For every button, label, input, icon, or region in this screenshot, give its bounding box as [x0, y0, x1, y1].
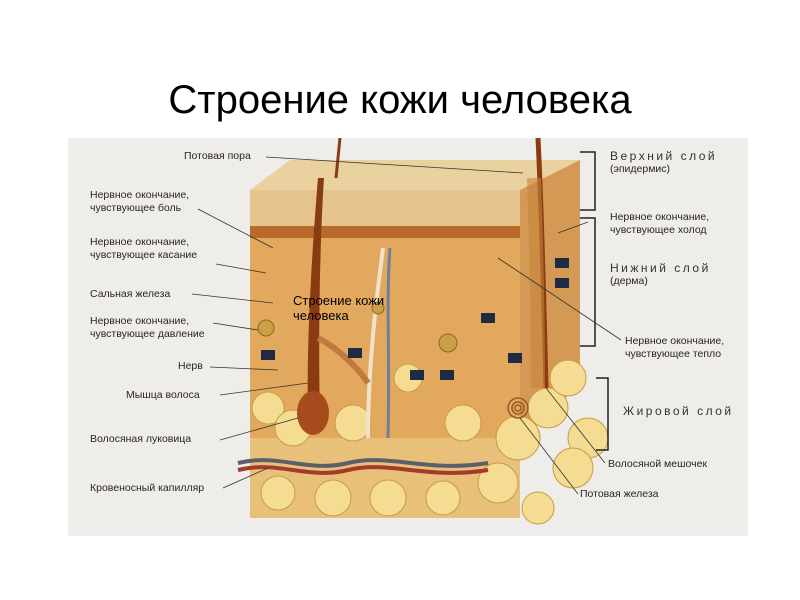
capillary-red	[237, 465, 489, 475]
label-line: чувствующее касание	[90, 249, 198, 261]
skin-top-surface	[250, 160, 580, 190]
capillary-blue	[237, 458, 489, 468]
label-line: Нервное окончание,	[90, 315, 190, 327]
label-line: Нервное окончание,	[90, 236, 190, 248]
scale-markers	[261, 258, 569, 380]
overlay-caption-line: Строение кожи	[293, 293, 385, 308]
label-nerve: Нерв	[178, 360, 203, 372]
label-line: Нервное окончание,	[610, 211, 710, 223]
label-epidermis: Верхний слой(эпидермис)	[610, 150, 717, 176]
dermis-layer	[250, 238, 520, 438]
label-hair-muscle: Мышца волоса	[126, 389, 200, 401]
label-touch-nerve-ending: Нервное окончание,чувствующее касание	[90, 236, 197, 262]
label-sebaceous-gland: Сальная железа	[90, 288, 171, 300]
blood-vessel	[386, 247, 392, 439]
label-sweat-gland: Потовая железа	[580, 488, 659, 500]
overlay-caption: Строение кожи человека	[293, 293, 384, 323]
layer-brackets	[580, 151, 609, 451]
label-capillary: Кровеносный капилляр	[90, 482, 205, 494]
receptors	[257, 301, 458, 353]
label-pressure-nerve-ending: Нервное окончание,чувствующее давление	[90, 315, 205, 341]
hair-bulb	[297, 391, 329, 435]
label-cold-nerve-ending: Нервное окончание,чувствующее холод	[610, 211, 709, 237]
label-line: Нижний слой	[610, 261, 711, 275]
label-line: чувствующее тепло	[625, 348, 722, 360]
slide-title: Строение кожи человека	[168, 78, 632, 122]
hair-muscle	[316, 335, 371, 385]
label-line: Нервное окончание,	[90, 189, 190, 201]
leader-lines	[191, 156, 622, 495]
label-line: (эпидермис)	[610, 163, 671, 175]
skin-cross-section-illustration	[191, 138, 622, 525]
label-pain-nerve-ending: Нервное окончание,чувствующее боль	[90, 189, 189, 215]
label-line: Нервное окончание,	[625, 335, 725, 347]
label-line: чувствующее боль	[90, 202, 182, 214]
label-fat-layer: Жировой слой	[623, 404, 734, 418]
fat-globules	[251, 359, 609, 525]
label-hair-follicle: Волосяной мешочек	[608, 458, 708, 470]
overlay-caption-line: человека	[293, 308, 349, 323]
label-dermis: Нижний слой(дерма)	[610, 262, 711, 288]
label-hair-bulb: Волосяная луковица	[90, 433, 192, 445]
hair-shaft-left	[307, 178, 324, 418]
label-line: Верхний слой	[610, 149, 718, 163]
sweat-gland	[507, 397, 529, 419]
label-sweat-pore: Потовая пора	[184, 150, 251, 162]
skin-diagram: Потовая пора Нервное окончание,чувствующ…	[68, 138, 748, 536]
nerve	[366, 247, 385, 439]
basal-layer	[250, 226, 520, 238]
label-heat-nerve-ending: Нервное окончание,чувствующее тепло	[625, 335, 724, 361]
label-line: чувствующее холод	[610, 224, 707, 236]
label-line: чувствующее давление	[90, 328, 205, 340]
label-line: (дерма)	[610, 275, 648, 287]
